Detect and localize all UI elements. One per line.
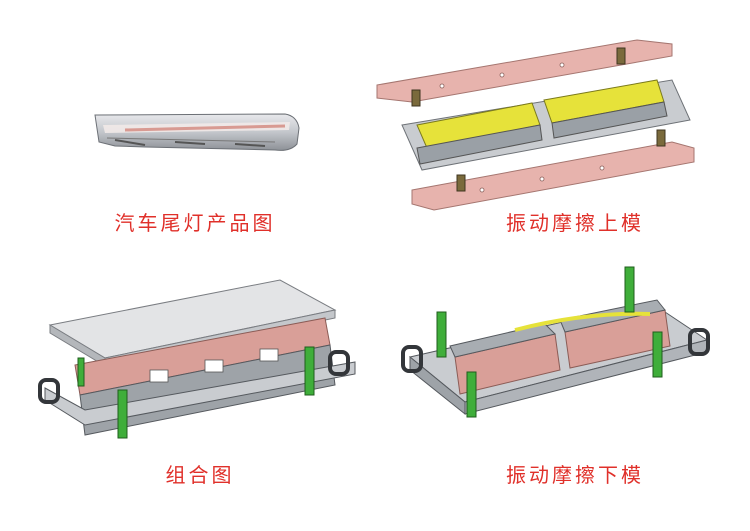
caption-assembly: 组合图 [165,463,235,487]
assembly-image [30,270,370,450]
lower-mold-image [395,262,725,452]
caption-product: 汽车尾灯产品图 [114,211,276,235]
tail-light-product-image [85,100,315,160]
caption-lower-mold: 振动摩擦下模 [506,463,644,487]
caption-upper-mold: 振动摩擦上模 [506,211,644,235]
upper-mold-image [372,30,702,220]
